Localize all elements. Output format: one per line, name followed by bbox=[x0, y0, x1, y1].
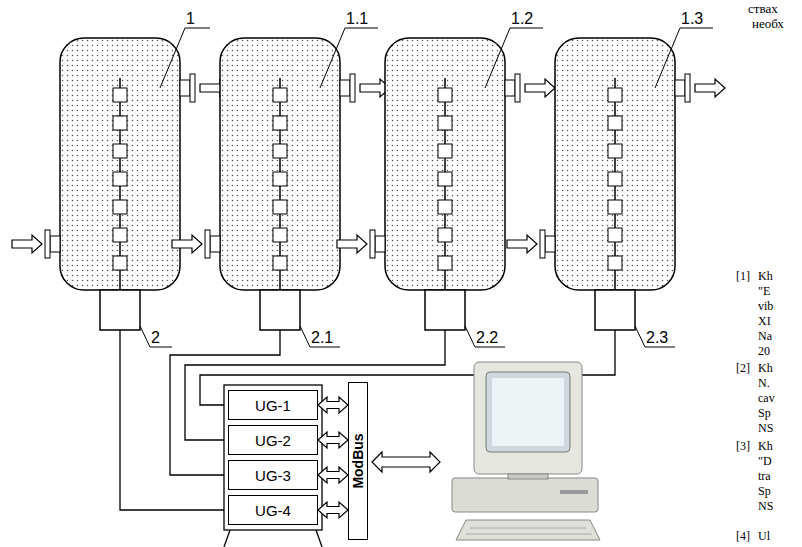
reference-text: tra bbox=[758, 470, 771, 483]
callout-number: 1.1 bbox=[346, 10, 368, 28]
callout-number: 2 bbox=[151, 329, 160, 347]
bus-arrow bbox=[372, 452, 440, 472]
reference-text: Kh bbox=[758, 362, 773, 375]
reference-text: N. bbox=[758, 377, 770, 390]
reactor-tank bbox=[507, 38, 725, 330]
reference-text: vib bbox=[758, 300, 773, 313]
generator-box: UG-3 bbox=[228, 460, 318, 490]
computer-icon bbox=[452, 362, 600, 540]
reference-text: Na bbox=[758, 330, 772, 343]
bus-arrow bbox=[318, 467, 348, 483]
generator-box: UG-2 bbox=[228, 425, 318, 455]
reference-text: 20 bbox=[758, 345, 770, 358]
bus-arrow bbox=[318, 432, 348, 448]
reference-text: Kh bbox=[758, 440, 773, 453]
reference-text: [1] bbox=[736, 270, 750, 283]
callout-number: 2.2 bbox=[476, 329, 498, 347]
leader-line bbox=[140, 28, 713, 347]
generator-box: UG-1 bbox=[228, 390, 318, 420]
reference-text: "E bbox=[758, 285, 770, 298]
bus-label: ModBus bbox=[350, 433, 366, 488]
reference-text: Sp bbox=[758, 485, 771, 498]
bus-arrow bbox=[318, 397, 348, 413]
generator-label: UG-1 bbox=[255, 397, 291, 414]
reference-text: [2] bbox=[736, 362, 750, 375]
bus-bar: ModBus bbox=[348, 382, 368, 540]
reference-text: Sp bbox=[758, 407, 771, 420]
generator-rack bbox=[224, 385, 322, 547]
generator-label: UG-2 bbox=[255, 432, 291, 449]
reference-text: Ul bbox=[758, 530, 770, 543]
reactor-tank bbox=[337, 38, 555, 330]
reference-text: необх bbox=[752, 17, 784, 31]
reference-text: NS bbox=[758, 500, 773, 513]
reactor-tank bbox=[172, 38, 390, 330]
reference-text: [3] bbox=[736, 440, 750, 453]
reference-text: [4] bbox=[736, 530, 750, 543]
reference-text: Kh bbox=[758, 270, 773, 283]
reference-text: NS bbox=[758, 422, 773, 435]
reference-text: cav bbox=[758, 392, 775, 405]
callout-number: 1 bbox=[186, 10, 195, 28]
bus-arrow bbox=[318, 502, 348, 518]
callout-number: 1.3 bbox=[681, 10, 703, 28]
reference-text: "D bbox=[758, 455, 772, 468]
reference-text: ствах bbox=[748, 2, 778, 16]
generator-label: UG-4 bbox=[255, 502, 291, 519]
callout-number: 1.2 bbox=[511, 10, 533, 28]
callout-number: 2.1 bbox=[311, 329, 333, 347]
generator-label: UG-3 bbox=[255, 467, 291, 484]
generator-box: UG-4 bbox=[228, 495, 318, 525]
reference-text: XI bbox=[758, 315, 771, 328]
reactor-tank bbox=[12, 38, 230, 330]
callout-number: 2.3 bbox=[646, 329, 668, 347]
